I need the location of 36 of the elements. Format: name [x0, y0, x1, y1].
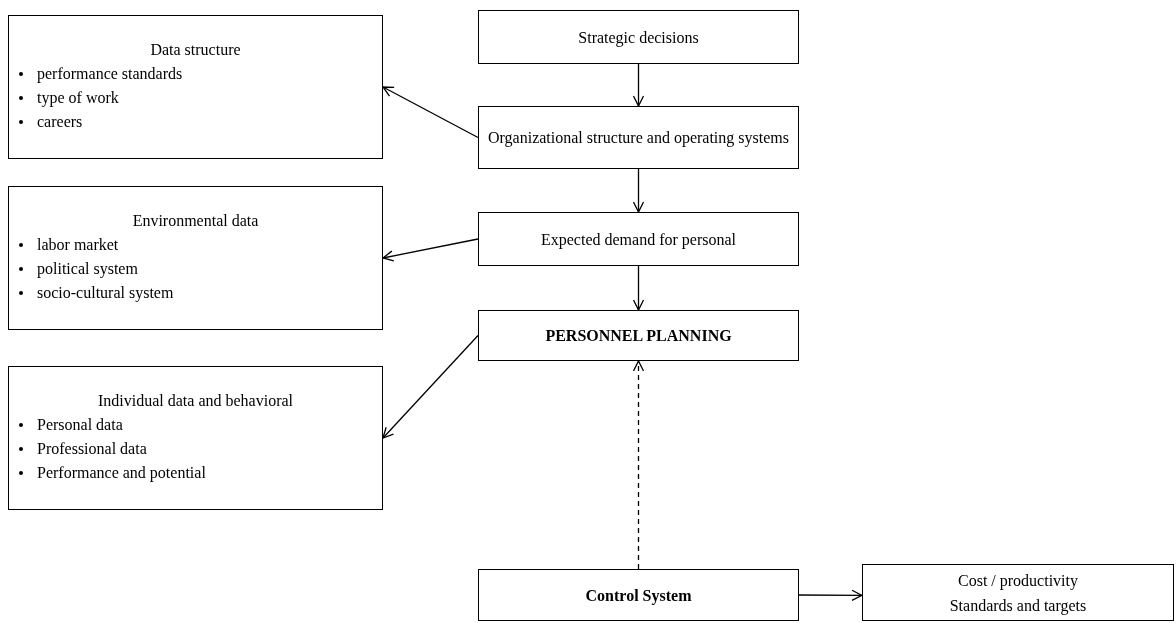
list-item: Professional data — [37, 439, 147, 459]
arrow — [382, 86, 479, 139]
box-label: Control System — [585, 585, 692, 607]
data-box — [8, 186, 383, 330]
arrow — [632, 265, 645, 311]
arrow — [382, 334, 479, 439]
box-heading: Environmental data — [132, 211, 259, 231]
box-label: Strategic decisions — [578, 27, 699, 49]
list-item: Personal data — [37, 415, 123, 435]
box-heading: Data structure — [150, 40, 241, 60]
list-item: Performance and potential — [37, 463, 206, 484]
process-box — [478, 310, 799, 361]
list-item: performance standards — [37, 64, 183, 85]
process-box — [478, 10, 799, 64]
box-label: PERSONNEL PLANNING — [545, 326, 732, 346]
dashed-arrow — [632, 360, 645, 570]
list-item: socio-cultural system — [37, 283, 174, 304]
arrow — [632, 63, 645, 107]
arrow — [798, 589, 863, 601]
process-box — [862, 564, 1174, 621]
box-label: Expected demand for personal — [541, 229, 736, 251]
box-label: Standards and targets — [949, 595, 1087, 617]
data-box — [8, 366, 383, 510]
list-item: careers — [37, 112, 83, 132]
list-item: political system — [37, 259, 138, 280]
arrow — [382, 238, 479, 262]
list-item: type of work — [37, 88, 119, 109]
arrow — [632, 168, 645, 213]
data-box — [8, 15, 383, 159]
process-box — [478, 106, 799, 169]
process-box — [478, 569, 799, 621]
list-item: labor market — [37, 235, 119, 255]
box-label: Cost / productivity — [958, 570, 1078, 592]
box-heading: Individual data and behavioral — [97, 391, 293, 411]
process-box — [478, 212, 799, 266]
box-label: Organizational structure and operating systems — [488, 128, 789, 149]
